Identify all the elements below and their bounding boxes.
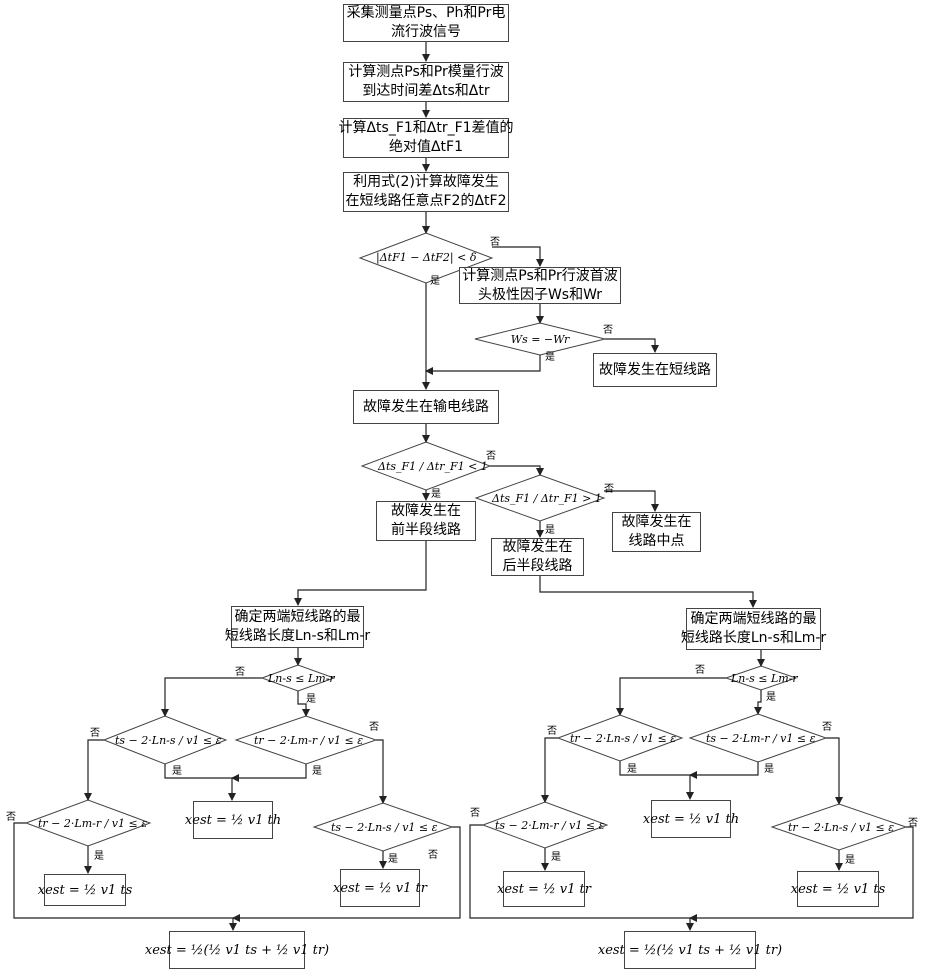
arrow-d11-d13: [545, 738, 558, 802]
box-fault-front-half: 故障发生在前半段线路: [376, 501, 476, 541]
condition-d13: ts − 2·Lm-r / v1 ≤ ε: [495, 819, 595, 832]
label-d8-no: 否: [6, 812, 16, 824]
box-compute-abs-diff: 计算Δts_F1和Δtr_F1差值的绝对值ΔtF1: [343, 118, 509, 158]
label-d4-yes: 是: [545, 525, 555, 537]
label-d13-yes: 是: [551, 852, 561, 864]
label-d12-no: 否: [822, 722, 832, 734]
condition-d14: tr − 2·Ln-s / v1 ≤ ε: [788, 821, 890, 834]
box-fault-transmission-line: 故障发生在输电线路: [353, 390, 499, 424]
box-fault-midpoint: 故障发生在线路中点: [612, 512, 701, 552]
label-d3-no: 否: [486, 451, 496, 463]
label-d7-no: 否: [369, 722, 379, 734]
label-d1-yes: 是: [430, 276, 440, 288]
arrow-d10-d12: [758, 690, 761, 714]
formula-box-f7: xest = ½(½ v1 ts + ½ v1 tr): [169, 931, 305, 969]
label-d10-no: 否: [695, 665, 705, 677]
box-collect-signals: 采集测量点Ps、Ph和Pr电流行波信号: [343, 4, 509, 42]
label-d2-yes: 是: [545, 352, 555, 364]
arrow-d12-f4: [690, 762, 758, 775]
arrow-d3-d4: [490, 466, 540, 475]
condition-d3: Δts_F1 / Δtr_F1 < 1: [378, 460, 474, 473]
label-d11-no: 否: [547, 726, 557, 738]
label-d1-no: 否: [490, 237, 500, 249]
arrow-b10-b12: [540, 576, 753, 607]
box-compute-eq2: 利用式(2)计算故障发生在短线路任意点F2的ΔtF2: [343, 172, 509, 212]
condition-d12: ts − 2·Lm-r / v1 ≤ ε: [706, 732, 810, 745]
formula-box-f1: xest = ½ v1 th: [193, 801, 273, 839]
arrow-d5-d6: [165, 678, 262, 716]
label-d5-yes: 是: [306, 694, 316, 706]
condition-d1: |ΔtF1 − ΔtF2| < δ: [376, 251, 476, 264]
label-d13-no: 否: [470, 808, 480, 820]
arrow-d2-main: [426, 355, 540, 371]
formula-box-f4: xest = ½ v1 th: [651, 800, 731, 838]
label-d14-yes: 是: [845, 855, 855, 867]
label-d7-yes: 是: [312, 766, 322, 778]
arrow-d10-d11: [620, 678, 726, 715]
label-d6-no: 否: [90, 728, 100, 740]
formula-box-f6: xest = ½ v1 ts: [797, 871, 879, 907]
label-d3-yes: 是: [431, 489, 441, 501]
condition-d10: Ln-s ≤ Lm-r: [731, 672, 791, 685]
condition-d11: tr − 2·Ln-s / v1 ≤ ε: [570, 732, 670, 745]
label-d5-no: 否: [235, 667, 245, 679]
label-d9-yes: 是: [388, 854, 398, 866]
arrow-d5-d7: [298, 691, 306, 716]
condition-d7: tr − 2·Lm-r / v1 ≤ ε: [254, 734, 358, 747]
label-d14-no: 否: [908, 818, 918, 830]
box-min-length-left: 确定两端短线路的最短线路长度Ln-s和Lm-r: [231, 606, 364, 648]
arrow-d1-b5: [492, 247, 540, 266]
box-polarity-factor: 计算测点Ps和Pr行波首波头极性因子Ws和Wr: [459, 267, 621, 304]
label-d11-yes: 是: [627, 764, 637, 776]
condition-d6: ts − 2·Ln-s / v1 ≤ ε: [115, 734, 215, 747]
condition-d5: Ln-s ≤ Lm-r: [268, 672, 328, 685]
formula-box-f5: xest = ½ v1 tr: [503, 871, 585, 907]
formula-box-f2: xest = ½ v1 ts: [44, 874, 126, 906]
arrow-d7-d9: [376, 740, 383, 803]
label-d6-yes: 是: [172, 766, 182, 778]
label-d10-yes: 是: [766, 692, 776, 704]
box-min-length-right: 确定两端短线路的最短线路长度Ln-s和Lm-r: [686, 608, 821, 650]
label-d12-yes: 是: [764, 764, 774, 776]
label-d9-no: 否: [428, 850, 438, 862]
box-compute-arrival-diff: 计算测点Ps和Pr模量行波到达时间差Δts和Δtr: [343, 62, 509, 102]
condition-d9: ts − 2·Ln-s / v1 ≤ ε: [331, 821, 435, 834]
arrow-d2-b6: [605, 339, 655, 352]
arrow-d6-d8: [88, 740, 104, 800]
condition-d4: Δts_F1 / Δtr_F1 > 1: [492, 492, 588, 505]
formula-box-f3: xest = ½ v1 tr: [340, 869, 420, 907]
arrow-d7-f1: [232, 764, 306, 778]
label-d4-no: 否: [604, 484, 614, 496]
arrow-b8-b11: [298, 541, 426, 605]
label-d2-no: 否: [603, 325, 613, 337]
arrow-d12-d14: [826, 738, 839, 804]
condition-d8: tr − 2·Lm-r / v1 ≤ ε: [38, 817, 138, 830]
label-d8-yes: 是: [94, 851, 104, 863]
condition-d2: Ws = −Wr: [500, 333, 580, 346]
box-fault-short-line: 故障发生在短线路: [593, 353, 717, 387]
formula-box-f8: xest = ½(½ v1 ts + ½ v1 tr): [624, 931, 756, 969]
box-fault-rear-half: 故障发生在后半段线路: [491, 538, 584, 576]
